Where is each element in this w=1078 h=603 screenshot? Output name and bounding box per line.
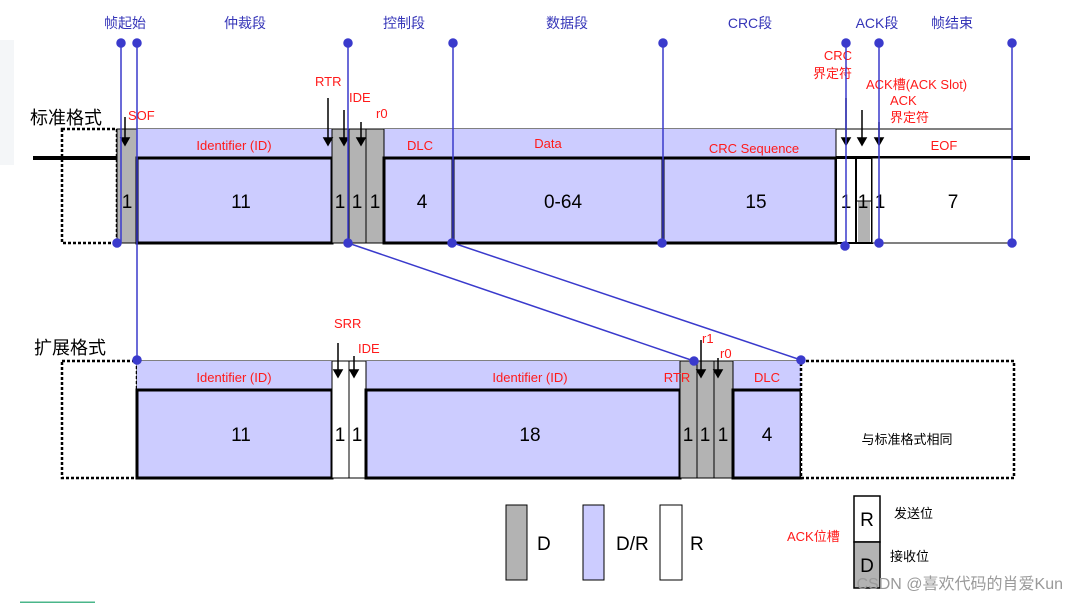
std-id-header	[137, 129, 332, 157]
arrow-icon	[332, 369, 344, 379]
legend-swatch-mixed	[582, 504, 605, 581]
ext-bits-srr: 1	[335, 425, 346, 446]
segment-guides	[112, 38, 1017, 366]
ext-r1-annotation: r1	[702, 331, 714, 346]
legend-ack-r: R	[860, 510, 874, 531]
std-idle-box	[60, 127, 119, 245]
std-dlc-data-crc-header	[384, 129, 836, 157]
legend-ack-recv: 接收位	[890, 549, 929, 564]
legend-label-mixed: D/R	[616, 534, 649, 555]
arrow-icon	[322, 137, 334, 147]
ext-field-identifier-a	[135, 388, 334, 480]
std-bits-crc: 15	[745, 192, 766, 213]
ext-bits-dlc: 4	[762, 425, 773, 446]
ext-bits-rtr: 1	[683, 425, 694, 446]
legend-label-recessive: R	[690, 534, 704, 555]
std-crc-seq-label: CRC Sequence	[709, 141, 799, 156]
std-crc-delim-annotation-2: 界定符	[813, 66, 852, 81]
legend-ack-send: 发送位	[894, 506, 933, 521]
std-data-label: Data	[534, 136, 562, 151]
arrow-icon	[695, 369, 707, 379]
ext-bits-ide: 1	[352, 425, 363, 446]
std-id-label: Identifier (ID)	[196, 138, 271, 153]
std-bits-ide: 1	[352, 192, 363, 213]
ext-bits-identifier-a: 11	[231, 425, 251, 446]
ext-id-label-b: Identifier (ID)	[492, 370, 567, 385]
arrow-icon	[856, 137, 868, 147]
std-bits-dlc: 4	[417, 192, 428, 213]
ext-rest-label: 与标准格式相同	[861, 432, 952, 447]
std-field-crc-sequence	[661, 156, 838, 245]
arrow-icon	[712, 369, 724, 379]
std-bits-r0: 1	[370, 192, 381, 213]
ext-rest-box	[799, 359, 1016, 480]
ext-field-identifier-b	[364, 388, 682, 480]
watermark: CSDN @喜欢代码的肖爱Kun	[857, 575, 1064, 593]
segment-label-control: 控制段	[383, 15, 425, 31]
legend-swatch-recessive	[659, 504, 683, 581]
std-field-identifier	[135, 156, 334, 245]
std-bits-rtr: 1	[335, 192, 346, 213]
ext-idle-box	[60, 359, 139, 480]
std-r0-annotation: r0	[376, 106, 388, 121]
std-ack-slot-annotation: ACK槽(ACK Slot)	[866, 77, 967, 92]
legend-ack-dominant	[853, 541, 881, 589]
segment-label-arbitration: 仲裁段	[224, 15, 266, 31]
ext-dlc-label: DLC	[754, 370, 780, 385]
std-ack-delim-annotation-1: ACK	[890, 93, 917, 108]
std-field-control-bits	[331, 128, 385, 244]
std-ack-slot-dominant	[858, 201, 870, 242]
extended-format-title: 扩展格式	[34, 338, 106, 358]
ext-srr-annotation: SRR	[334, 316, 361, 331]
std-field-data	[451, 156, 665, 245]
ext-field-dlc	[731, 388, 803, 480]
std-field-ack-delim-eof	[871, 157, 1013, 244]
ext-bits-r1: 1	[700, 425, 711, 446]
std-dlc-label: DLC	[407, 138, 433, 153]
legend-swatch-dominant	[505, 504, 528, 581]
std-ide-annotation: IDE	[349, 90, 371, 105]
segment-label-eof: 帧结束	[931, 15, 973, 31]
ext-ide-annotation: IDE	[358, 341, 380, 356]
std-ack-delim-annotation-2: 界定符	[890, 110, 929, 125]
std-eof-label: EOF	[931, 138, 958, 153]
std-bits-data: 0-64	[544, 192, 582, 213]
ext-field-rtr-r1-r0	[679, 360, 734, 479]
ext-arrows	[332, 340, 724, 379]
segment-label-ack: ACK段	[856, 15, 899, 31]
ext-bits-r0: 1	[718, 425, 729, 446]
std-field-sof	[116, 128, 138, 244]
legend-ack-title: ACK位槽	[787, 529, 840, 544]
legend-label-dominant: D	[537, 534, 551, 555]
ext-rtr-label: RTR	[664, 370, 690, 385]
segment-label-sof: 帧起始	[104, 15, 146, 31]
arrow-icon	[355, 137, 367, 147]
arrow-icon	[338, 137, 350, 147]
std-bits-eof: 7	[948, 192, 959, 213]
std-bits-ack-slot: 1	[858, 192, 869, 213]
standard-format-title: 标准格式	[30, 108, 102, 128]
ext-r0-annotation: r0	[720, 346, 732, 361]
ext-id2-header	[366, 361, 680, 389]
page-edge	[0, 40, 14, 165]
segment-label-data: 数据段	[546, 15, 588, 31]
std-bits-identifier: 11	[231, 192, 251, 213]
ext-id-header	[137, 361, 332, 389]
legend-ack-d: D	[860, 556, 874, 577]
std-rtr-annotation: RTR	[315, 74, 341, 89]
std-bits-ack-delim: 1	[875, 192, 886, 213]
std-crc-delim-annotation-1: CRC	[824, 48, 852, 63]
ext-dlc-header	[733, 361, 801, 389]
std-bits-sof: 1	[122, 192, 133, 213]
arrow-icon	[348, 369, 360, 379]
arrow-icon	[119, 137, 131, 147]
ext-id-label-a: Identifier (ID)	[196, 370, 271, 385]
segment-label-crc: CRC段	[728, 15, 772, 31]
std-sof-annotation: SOF	[128, 108, 155, 123]
ext-bits-identifier-b: 18	[519, 425, 540, 446]
